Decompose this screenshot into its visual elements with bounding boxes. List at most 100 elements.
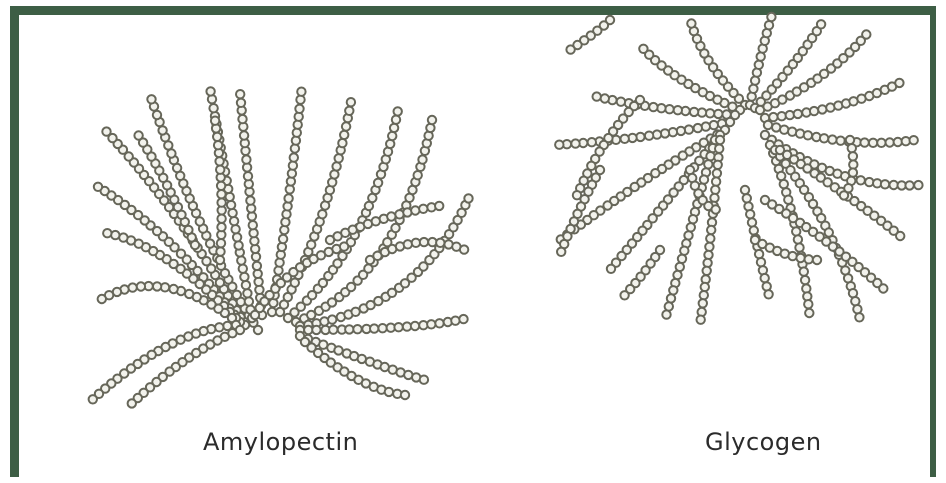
glucose-bead: [370, 324, 378, 332]
glucose-bead: [213, 133, 221, 141]
glucose-bead: [228, 209, 236, 217]
glucose-bead: [318, 210, 326, 218]
glucose-bead: [910, 136, 918, 144]
glucose-bead: [712, 205, 720, 213]
glucose-bead: [645, 132, 653, 140]
glucose-bead: [694, 124, 702, 132]
glucose-bead: [914, 181, 922, 189]
glucose-bead: [217, 223, 225, 231]
glucose-bead: [571, 139, 579, 147]
glucose-bead: [703, 267, 711, 275]
glucose-bead: [209, 104, 217, 112]
glucose-bead: [215, 157, 223, 165]
glucose-bead: [849, 152, 857, 160]
glucose-bead: [712, 177, 720, 185]
glucose-bead: [128, 283, 136, 291]
glucose-bead: [185, 290, 193, 298]
glucose-bead: [340, 242, 348, 250]
glucose-bead: [905, 181, 913, 189]
glucose-bead: [102, 127, 110, 135]
glucose-bead: [226, 193, 234, 201]
glucose-bead: [230, 217, 238, 225]
glucose-bead: [411, 322, 419, 330]
glucose-bead: [706, 109, 714, 117]
glucose-bead: [418, 155, 426, 163]
glucose-bead: [329, 326, 337, 334]
glucose-bead: [706, 234, 714, 242]
glucose-bead: [236, 90, 244, 98]
glucose-bead: [778, 112, 786, 120]
glucose-bead: [427, 320, 435, 328]
glucose-bead: [392, 116, 400, 124]
glucose-bead: [716, 136, 724, 144]
glucose-bead: [89, 395, 97, 403]
glucose-bead: [436, 239, 444, 247]
glucose-bead: [307, 241, 315, 249]
glucose-bead: [794, 110, 802, 118]
glucose-bead: [328, 315, 336, 323]
glucose-bead: [217, 215, 225, 223]
glucose-bead: [390, 124, 398, 132]
glucose-bead: [690, 108, 698, 116]
glucose-bead: [435, 319, 443, 327]
glucose-bead: [153, 282, 161, 290]
glucose-bead: [836, 137, 844, 145]
glucose-bead: [233, 291, 241, 299]
glucose-bead: [239, 265, 247, 273]
glucose-bead: [242, 281, 250, 289]
glucose-bead: [593, 92, 601, 100]
glucose-bead: [810, 107, 818, 115]
glucose-bead: [206, 87, 214, 95]
glucose-bead: [420, 238, 428, 246]
glucose-bead: [414, 171, 422, 179]
glucose-bead: [196, 217, 204, 225]
glucose-bead: [103, 229, 111, 237]
glucose-bead: [764, 121, 772, 129]
glucose-bead: [796, 254, 804, 262]
glucose-bead: [862, 30, 870, 38]
glucose-bead: [387, 212, 395, 220]
glucose-bead: [295, 105, 303, 113]
glucose-bead: [249, 221, 257, 229]
glucose-bead: [699, 299, 707, 307]
glucose-bead: [607, 265, 615, 273]
glucose-bead: [813, 256, 821, 264]
glucose-bead: [879, 284, 887, 292]
glucose-bead: [555, 141, 563, 149]
glucose-bead: [662, 310, 670, 318]
glucose-bead: [678, 255, 686, 263]
glucose-bead: [464, 194, 472, 202]
glucose-bead: [338, 139, 346, 147]
glucose-bead: [234, 241, 242, 249]
glycogen-structure: [555, 13, 923, 324]
glucose-bead: [279, 235, 287, 243]
glucose-bead: [794, 235, 802, 243]
glucose-bead: [237, 99, 245, 107]
glucose-bead: [169, 285, 177, 293]
glucose-bead: [828, 135, 836, 143]
glucose-bead: [749, 85, 757, 93]
glucose-bead: [211, 117, 219, 125]
glucose-bead: [701, 283, 709, 291]
glucose-bead: [215, 323, 223, 331]
glucose-bead: [217, 198, 225, 206]
glucose-bead: [98, 295, 106, 303]
glucose-bead: [345, 107, 353, 115]
glucose-bead: [621, 135, 629, 143]
glucose-bead: [715, 145, 723, 153]
glucose-bead: [244, 172, 252, 180]
glucose-bead: [214, 141, 222, 149]
glucose-bead: [94, 183, 102, 191]
glucose-bead: [557, 248, 565, 256]
glucose-bead: [757, 258, 765, 266]
glucose-bead: [685, 125, 693, 133]
glucose-bead: [378, 324, 386, 332]
glucose-bead: [649, 103, 657, 111]
glucose-bead: [237, 256, 245, 264]
glucose-bead: [374, 179, 382, 187]
glucose-bead: [334, 346, 342, 354]
glucose-bead: [428, 116, 436, 124]
glucose-bead: [404, 240, 412, 248]
glucose-bead: [804, 131, 812, 139]
glucose-bead: [741, 186, 749, 194]
